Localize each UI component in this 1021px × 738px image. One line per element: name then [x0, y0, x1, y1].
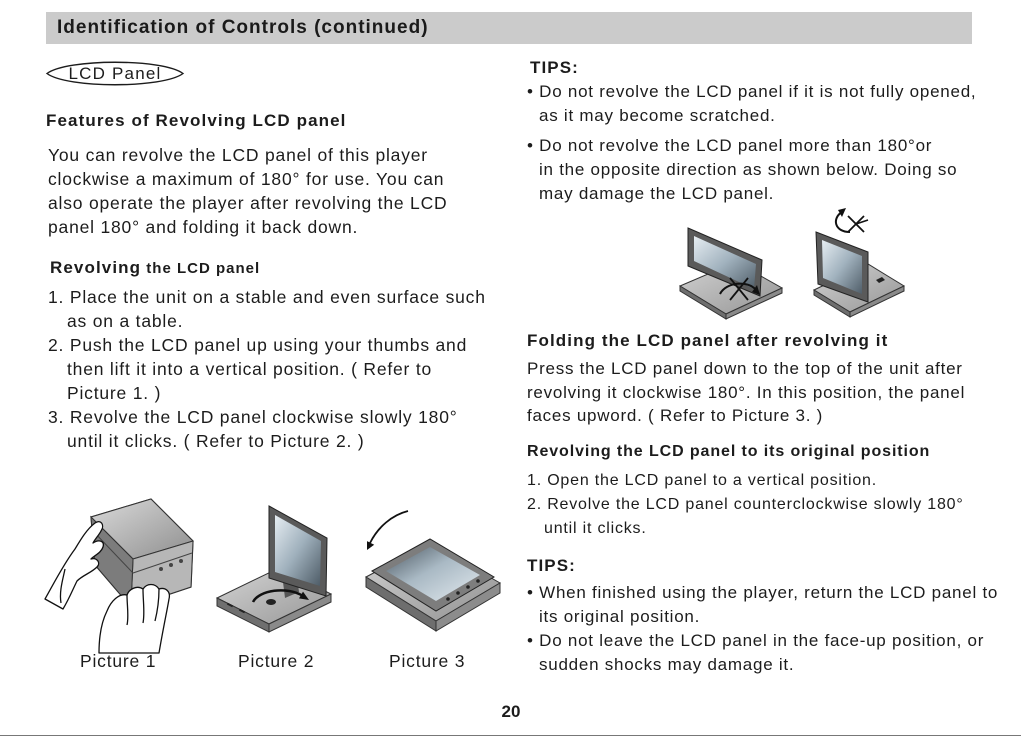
original-step-line: 2. Revolve the LCD panel counterclockwis…	[527, 496, 964, 513]
wrong-rotation-illustration-1	[678, 227, 784, 320]
picture-1-illustration	[44, 498, 194, 654]
badge-outline	[45, 61, 185, 86]
tips-heading: TIPS:	[530, 58, 579, 77]
rotation-arrow-icon	[251, 589, 309, 603]
fold-arrow-icon	[367, 510, 409, 550]
folding-line: revolving it clockwise 180°. In this pos…	[527, 383, 966, 402]
lcd-panel-badge: LCD Panel	[68, 64, 162, 83]
original-position-heading: Revolving the LCD panel to its original …	[527, 443, 931, 460]
section-title: Identification of Controls (continued)	[57, 17, 429, 38]
original-step-line: 1. Open the LCD panel to a vertical posi…	[527, 472, 877, 489]
player-device	[90, 498, 194, 609]
tip-line: sudden shocks may damage it.	[539, 655, 795, 674]
tip-line: • When finished using the player, return…	[527, 583, 999, 602]
step-line: as on a table.	[67, 311, 184, 331]
hinge-pivot	[266, 599, 276, 605]
wrong-rotation-illustration-2	[812, 208, 906, 318]
picture-2-illustration	[215, 505, 333, 633]
step-line: 3. Revolve the LCD panel clockwise slowl…	[48, 407, 458, 427]
step-line: Picture 1. )	[67, 383, 162, 403]
bottom-rule	[0, 735, 1021, 736]
tip-line: may damage the LCD panel.	[539, 184, 775, 203]
step-line: until it clicks. ( Refer to Picture 2. )	[67, 431, 365, 451]
step-line: 2. Push the LCD panel up using your thum…	[48, 335, 468, 355]
picture-caption: Picture 1	[80, 651, 157, 671]
revolving-heading-rest: the LCD panel	[141, 260, 261, 277]
tip-line: as it may become scratched.	[539, 106, 776, 125]
step-line: then lift it into a vertical position. (…	[67, 359, 433, 379]
device-screen	[815, 231, 869, 303]
folding-heading: Folding the LCD panel after revolving it	[527, 331, 889, 350]
picture-caption: Picture 3	[389, 651, 466, 671]
device-screen	[268, 505, 328, 597]
tip-line: its original position.	[539, 607, 701, 626]
revolving-heading: Revolving the LCD panel	[50, 256, 260, 281]
features-heading: Features of Revolving LCD panel	[46, 111, 347, 130]
tip-line: in the opposite direction as shown below…	[539, 160, 958, 179]
picture-3-illustration	[365, 510, 501, 632]
revolving-heading-main: Revolving	[50, 258, 142, 277]
features-line: also operate the player after revolving …	[48, 193, 448, 213]
device-screen	[687, 227, 763, 297]
hand-illustration	[44, 521, 171, 654]
folding-line: Press the LCD panel down to the top of t…	[527, 359, 963, 378]
step-line: 1. Place the unit on a stable and even s…	[48, 287, 486, 307]
tip-line: • Do not leave the LCD panel in the face…	[527, 631, 985, 650]
prohibited-rotation-icon	[834, 208, 869, 233]
prohibited-rotation-icon	[719, 277, 760, 301]
original-step-line: until it clicks.	[544, 520, 647, 537]
tip-line: • Do not revolve the LCD panel if it is …	[527, 82, 977, 101]
features-line: panel 180° and folding it back down.	[48, 217, 359, 237]
tips-heading: TIPS:	[527, 556, 576, 575]
tip-line: • Do not revolve the LCD panel more than…	[527, 136, 933, 155]
page-number: 20	[501, 702, 521, 721]
section-header-bar: Identification of Controls (continued)	[46, 12, 972, 44]
picture-caption: Picture 2	[238, 651, 315, 671]
folding-line: faces upword. ( Refer to Picture 3. )	[527, 406, 824, 425]
device-screen	[371, 538, 495, 612]
features-line: You can revolve the LCD panel of this pl…	[48, 145, 428, 165]
features-line: clockwise a maximum of 180° for use. You…	[48, 169, 445, 189]
